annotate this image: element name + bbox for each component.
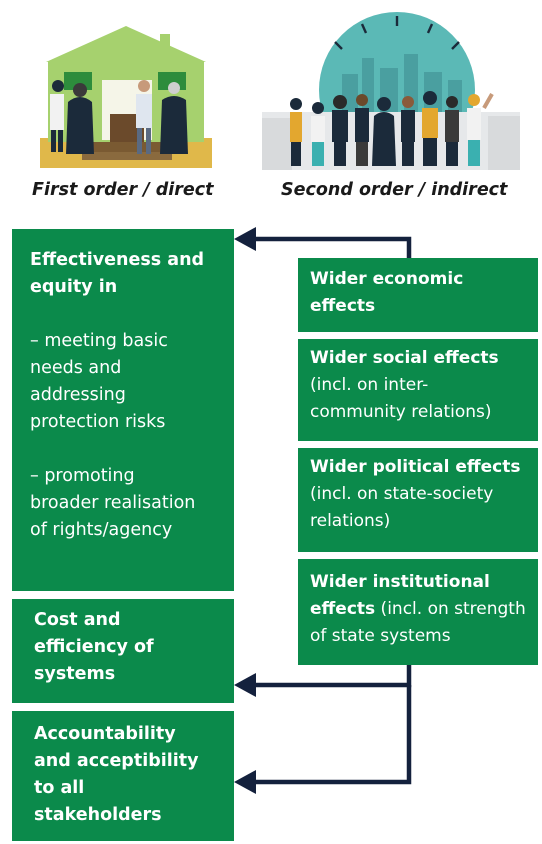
accountability-line2: and acceptibility (34, 751, 199, 771)
political-title: Wider political effects (310, 457, 521, 477)
social-line2: community relations) (310, 402, 492, 422)
effectiveness-title-line1: Effectiveness and (30, 250, 205, 270)
economic-line1: Wider economic (310, 269, 464, 289)
effectiveness-item2-line1: – promoting (30, 466, 135, 486)
second-order-illustration (262, 10, 520, 170)
cost-line2: efficiency of (34, 637, 154, 657)
effectiveness-equity-box: Effectiveness and equity in – meeting ba… (12, 229, 234, 591)
building-with-people-icon (40, 26, 212, 168)
accountability-line1: Accountability (34, 724, 176, 744)
accountability-line3: to all (34, 778, 85, 798)
cost-efficiency-box: Cost and efficiency of systems (12, 599, 234, 703)
political-line1: (incl. on state-society (310, 484, 494, 504)
cost-line3: systems (34, 664, 116, 684)
effectiveness-item2-line3: of rights/agency (30, 520, 173, 540)
effectiveness-title-line2: equity in (30, 277, 118, 297)
wider-economic-box: Wider economic effects (298, 258, 538, 332)
institutional-title-line2: effects (310, 599, 376, 619)
first-order-illustration (40, 22, 212, 168)
arrow-bottom-path (252, 685, 412, 785)
accountability-line4: stakeholders (34, 805, 162, 825)
cost-line1: Cost and (34, 610, 121, 630)
first-order-heading: First order / direct (32, 180, 214, 200)
arrow-middle-path (252, 665, 412, 688)
institutional-line2: of state systems (310, 626, 451, 646)
second-order-heading: Second order / indirect (281, 180, 508, 200)
effectiveness-item1-line3: addressing (30, 385, 126, 405)
effectiveness-item2-line2: broader realisation (30, 493, 196, 513)
arrow-top-path (252, 236, 412, 258)
wider-institutional-box: Wider institutional effects (incl. on st… (298, 559, 538, 665)
effectiveness-item1-line2: needs and (30, 358, 122, 378)
effectiveness-item1-line1: – meeting basic (30, 331, 168, 351)
political-line2: relations) (310, 511, 391, 531)
arrow-bottom-head (234, 770, 256, 794)
accountability-box: Accountability and acceptibility to all … (12, 711, 234, 841)
wider-social-box: Wider social effects (incl. on inter- co… (298, 339, 538, 441)
arrow-top-head (234, 227, 256, 251)
crowd-with-city-icon (262, 12, 520, 170)
arrow-middle-head (234, 673, 256, 697)
social-line1: (incl. on inter- (310, 375, 429, 395)
economic-line2: effects (310, 296, 376, 316)
institutional-title-line1: Wider institutional (310, 572, 490, 592)
effectiveness-item1-line4: protection risks (30, 412, 166, 432)
institutional-line1: (incl. on strength (375, 599, 526, 619)
social-title: Wider social effects (310, 348, 499, 368)
wider-political-box: Wider political effects (incl. on state-… (298, 448, 538, 552)
